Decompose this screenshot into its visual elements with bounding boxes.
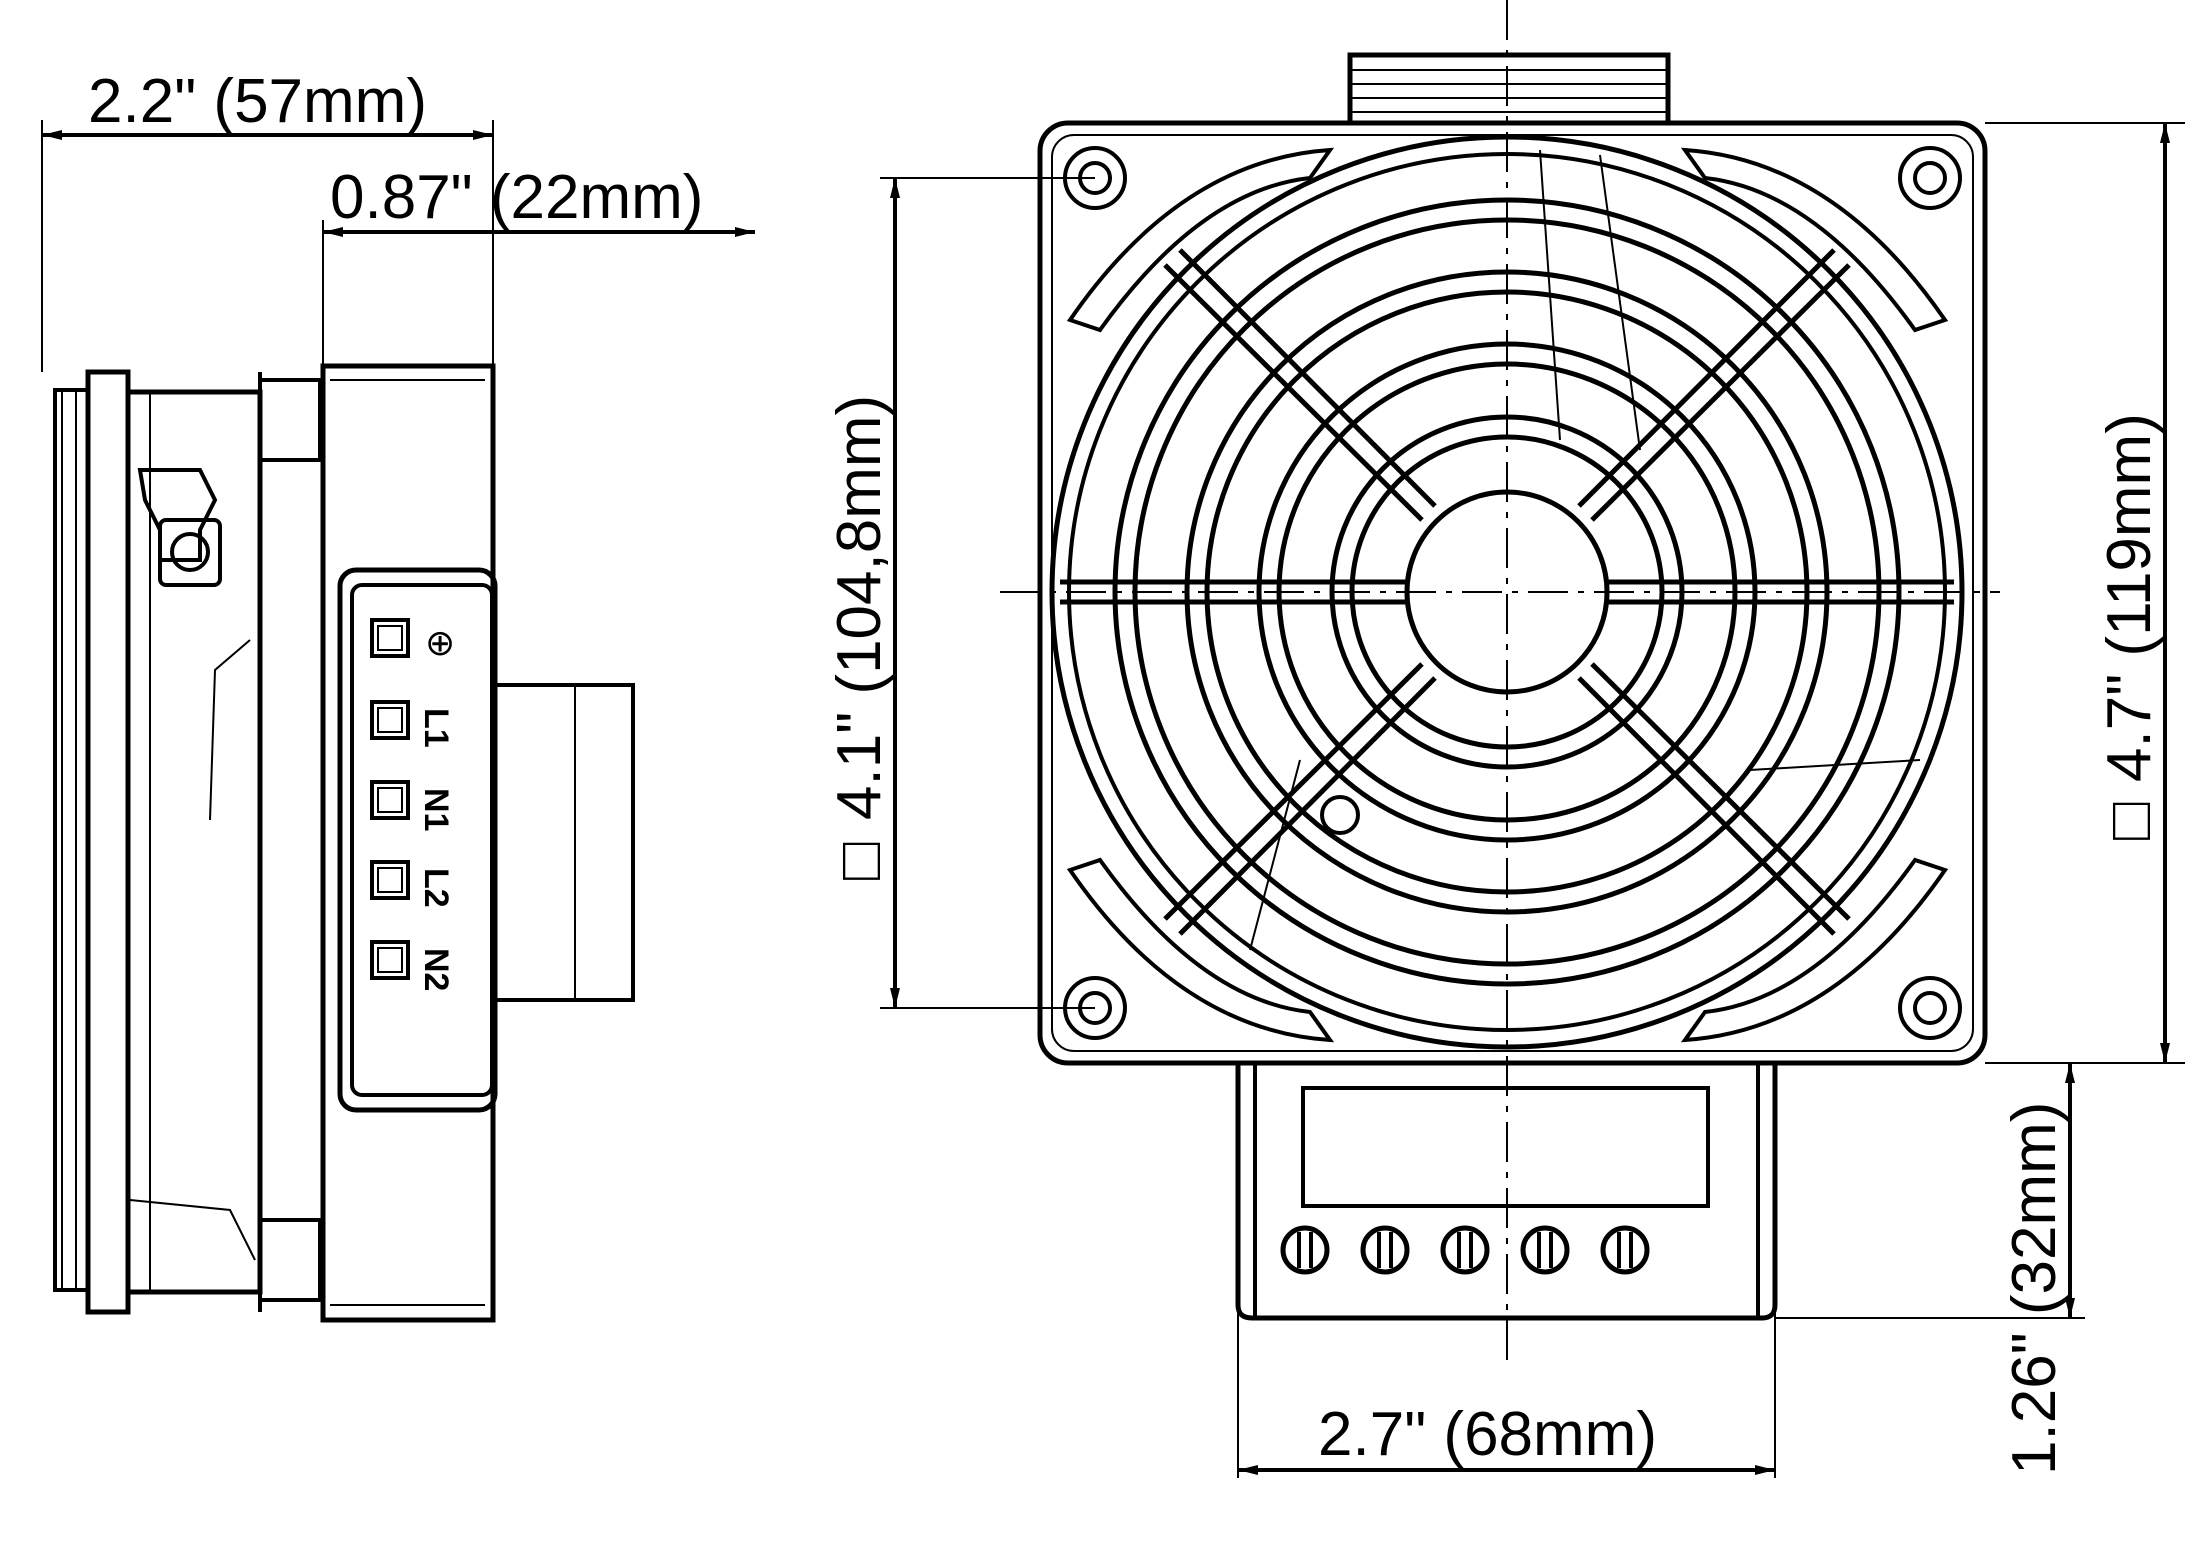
grille-spokes bbox=[1060, 248, 1954, 936]
side-hub bbox=[491, 683, 635, 1002]
dimension-overall-depth: 2.2" (57mm) bbox=[41, 67, 494, 372]
earth-symbol: ⊕ bbox=[425, 622, 455, 663]
dimension-label-overall-depth: 2.2" (57mm) bbox=[88, 67, 427, 136]
terminal-label-l1: L1 bbox=[417, 708, 455, 748]
terminal-screw-4 bbox=[1520, 1225, 1570, 1275]
dimension-heater-depth: 0.87" (22mm) bbox=[322, 163, 755, 366]
dimension-label-terminal-height: 1.26" (32mm) bbox=[2000, 1102, 2069, 1475]
dimension-housing-size: □ 4.7" (119mm) bbox=[1985, 122, 2185, 1064]
dimension-terminal-width: 2.7" (68mm) bbox=[1237, 1063, 1776, 1478]
mounting-hole-br bbox=[1898, 976, 1962, 1040]
dimension-terminal-height: 1.26" (32mm) bbox=[1775, 1063, 2085, 1475]
square-symbol-left: □ bbox=[825, 842, 894, 880]
dimension-label-housing-size: 4.7" (119mm) bbox=[2095, 413, 2164, 782]
side-fan-body bbox=[125, 389, 263, 1295]
side-front-flange bbox=[85, 369, 131, 1315]
front-view: □ 4.1" (104,8mm) □ 4.7" (119mm) 1.26" (3… bbox=[825, 0, 2185, 1478]
terminal-label-n1: N1 bbox=[417, 788, 455, 831]
mounting-hole-tr bbox=[1898, 146, 1962, 210]
terminal-screw-3 bbox=[1440, 1225, 1490, 1275]
terminal-screw-2 bbox=[1360, 1225, 1410, 1275]
terminal-label-n2: N2 bbox=[417, 948, 455, 991]
square-symbol-right: □ bbox=[2095, 802, 2164, 840]
side-terminal-block: ⊕ L1 N1 L2 N2 bbox=[337, 567, 498, 1113]
side-plug bbox=[137, 468, 222, 587]
side-view: ⊕ L1 N1 L2 N2 2.2" (57mm) 0.87" (22mm) bbox=[41, 67, 755, 1323]
dimension-mounting-hole-spacing: □ 4.1" (104,8mm) bbox=[825, 177, 1095, 1009]
dimension-label-mounting-hole-spacing: 4.1" (104,8mm) bbox=[825, 395, 894, 820]
terminal-label-l2: L2 bbox=[417, 868, 455, 908]
dimension-label-heater-depth: 0.87" (22mm) bbox=[330, 163, 703, 232]
dimension-label-terminal-width: 2.7" (68mm) bbox=[1318, 1400, 1657, 1469]
terminal-window bbox=[1301, 1086, 1710, 1208]
side-heater-housing bbox=[320, 363, 496, 1323]
terminal-screw-5 bbox=[1600, 1225, 1650, 1275]
terminal-screw-1 bbox=[1280, 1225, 1330, 1275]
